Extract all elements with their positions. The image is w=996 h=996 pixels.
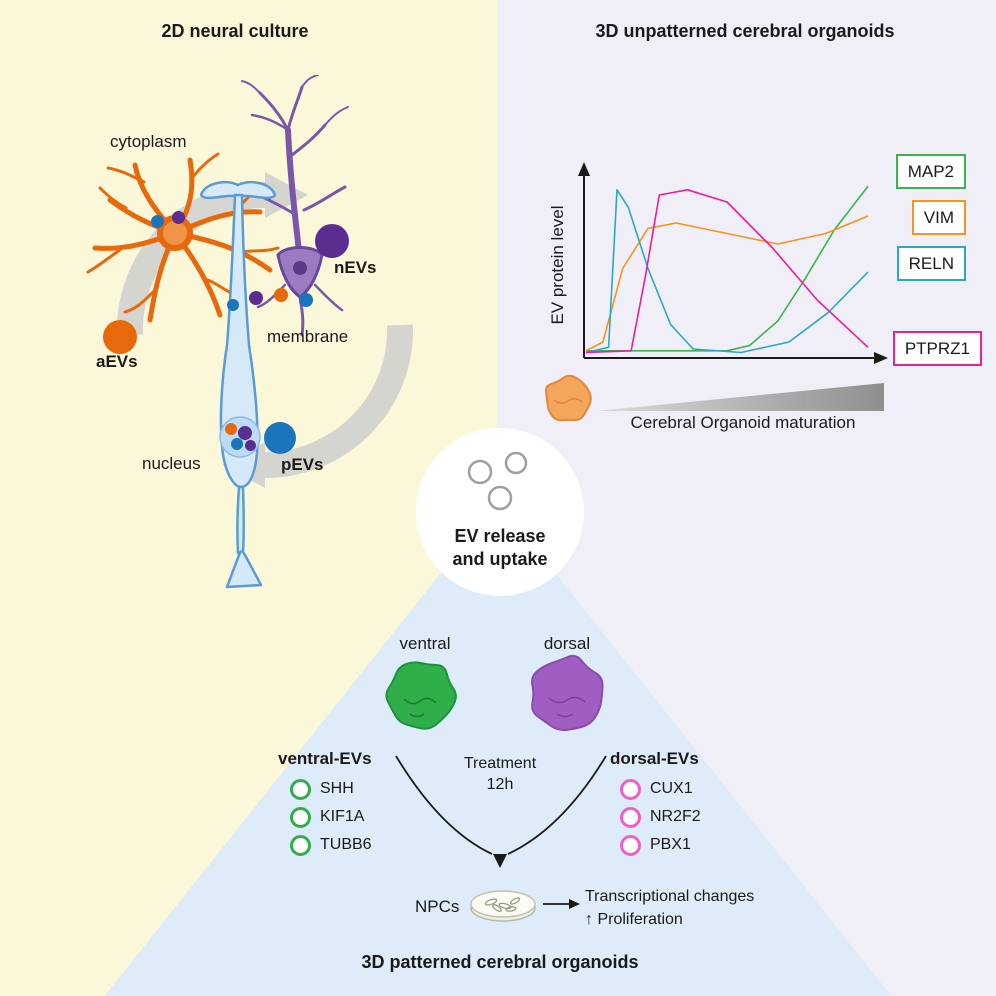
- membrane-ev-dot-blue: [299, 293, 313, 307]
- chart-x-axis-label: Cerebral Organoid maturation: [630, 413, 856, 432]
- cytoplasm-label: cytoplasm: [110, 132, 187, 151]
- marker-row-nr2f2: NR2F2: [620, 803, 701, 831]
- section-title-2d-neural-culture: 2D neural culture: [161, 21, 309, 41]
- ventral-label: ventral: [399, 634, 451, 653]
- ev-protein-chart: [578, 162, 888, 364]
- dorsal-label: dorsal: [543, 634, 591, 653]
- membrane-label: membrane: [267, 327, 349, 346]
- nucleus-label: nucleus: [142, 454, 201, 473]
- npcs-label: NPCs: [415, 897, 460, 916]
- marker-row-shh: SHH: [290, 775, 372, 803]
- section-title-3d-patterned: 3D patterned cerebral organoids: [361, 952, 639, 972]
- pbx1-label: PBX1: [650, 836, 691, 853]
- nucleus-ev-dot-purple: [238, 426, 252, 440]
- dorsal-evs-title: dorsal-EVs: [610, 749, 699, 768]
- outcome-proliferation: ↑ Proliferation: [585, 911, 683, 928]
- nr2f2-dot-icon: [620, 806, 641, 828]
- nucleus-ev-dot-orange: [225, 423, 237, 435]
- treatment-line2: 12h: [486, 776, 514, 793]
- npc-dish-icon: [470, 890, 536, 922]
- pevs-label: pEVs: [281, 455, 324, 474]
- legend-label-reln: RELN: [908, 253, 954, 273]
- membrane-ev-dot-blue-2: [227, 299, 239, 311]
- converging-arrows-icon: [395, 755, 607, 868]
- nucleus-ev-dot-blue: [231, 438, 243, 450]
- ev-circles-icon: [467, 451, 528, 511]
- kif1a-dot-icon: [290, 806, 311, 828]
- legend-box-vim: VIM: [911, 200, 966, 235]
- marker-row-kif1a: KIF1A: [290, 803, 372, 831]
- treatment-line1: Treatment: [463, 755, 537, 772]
- legend-label-ptprz1: PTPRZ1: [904, 338, 970, 358]
- unpatterned-organoid-icon: [544, 374, 592, 422]
- neural-progenitor-icon: [199, 181, 277, 589]
- ventral-markers-list: SHH KIF1A TUBB6: [290, 775, 372, 859]
- nevs-dot: [315, 224, 349, 258]
- outcome-transcriptional-changes: Transcriptional changes: [585, 888, 755, 905]
- nev-dot-near-astrocyte: [172, 211, 185, 224]
- pbx1-dot-icon: [620, 834, 641, 856]
- membrane-ev-dot-purple: [249, 291, 263, 305]
- shh-label: SHH: [320, 780, 354, 797]
- legend-box-ptprz1: PTPRZ1: [892, 331, 982, 366]
- ev-release-hub: EV release and uptake: [416, 428, 584, 596]
- tubb6-label: TUBB6: [320, 836, 372, 853]
- nr2f2-label: NR2F2: [650, 808, 701, 825]
- hub-label-line1: EV release: [454, 526, 546, 546]
- marker-row-pbx1: PBX1: [620, 831, 701, 859]
- aevs-dot: [103, 320, 137, 354]
- chart-series-lines: [585, 185, 869, 354]
- legend-label-map2: MAP2: [907, 161, 954, 181]
- aevs-label: aEVs: [96, 352, 138, 371]
- pev-dot-near-astrocyte: [151, 215, 164, 228]
- section-title-3d-unpatterned: 3D unpatterned cerebral organoids: [595, 21, 895, 41]
- cux1-label: CUX1: [650, 780, 693, 797]
- nucleus-ev-dot-purple-2: [245, 440, 256, 451]
- membrane-ev-dot-orange: [274, 288, 288, 302]
- dorsal-markers-list: CUX1 NR2F2 PBX1: [620, 775, 701, 859]
- arrow-right-icon: [543, 899, 580, 909]
- legend-box-map2: MAP2: [895, 154, 966, 189]
- cux1-dot-icon: [620, 778, 641, 800]
- nevs-label: nEVs: [334, 258, 377, 277]
- shh-dot-icon: [290, 778, 311, 800]
- legend-label-vim: VIM: [923, 207, 954, 227]
- kif1a-label: KIF1A: [320, 808, 365, 825]
- ventral-organoid-icon: [385, 661, 457, 730]
- chart-y-axis-label: EV protein level: [548, 205, 567, 325]
- marker-row-tubb6: TUBB6: [290, 831, 372, 859]
- marker-row-cux1: CUX1: [620, 775, 701, 803]
- pevs-dot: [264, 422, 296, 454]
- ventral-evs-title: ventral-EVs: [278, 749, 372, 768]
- tubb6-dot-icon: [290, 834, 311, 856]
- hub-label-line2: and uptake: [452, 549, 548, 569]
- treatment-label: Treatment 12h: [450, 753, 550, 795]
- legend-box-reln: RELN: [896, 246, 966, 281]
- dorsal-organoid-icon: [531, 654, 604, 732]
